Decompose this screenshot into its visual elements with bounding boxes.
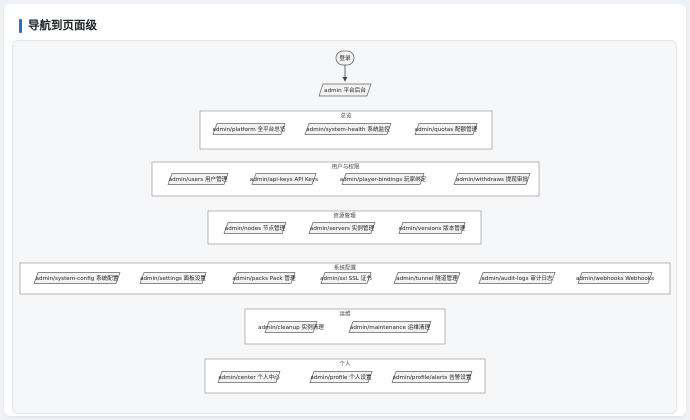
- start-node-label: 登录: [339, 54, 351, 62]
- page-node-label: admin/quotas 配额管理: [415, 125, 478, 133]
- page-node: [309, 371, 373, 383]
- group-label: 总览: [340, 112, 352, 120]
- group-label: 个人: [339, 361, 351, 368]
- page-node-label: admin/system-health 系统监控: [306, 125, 390, 133]
- page-node-label: admin/profile 个人设置: [310, 373, 372, 381]
- page-node-label: admin/player-bindings 玩家绑定: [340, 175, 427, 183]
- page-node: [391, 371, 473, 383]
- page-node-label: admin/packs Pack 管理: [232, 274, 296, 282]
- page-node: [341, 173, 425, 185]
- page-node-label: admin/servers 实例管理: [310, 224, 375, 232]
- page-node-label: admin/tunnel 隧道管理: [396, 274, 458, 282]
- page-title: 导航到页面级: [28, 18, 97, 32]
- page-node-label: admin/maintenance 运维清理: [350, 323, 431, 331]
- page-node: [398, 222, 466, 234]
- page-node: [304, 123, 392, 135]
- group-label: 用户与权限: [332, 163, 360, 171]
- page-node: [414, 123, 478, 135]
- page-node: [167, 173, 229, 185]
- page-node-label: admin/system-config 系统配置: [36, 274, 119, 282]
- page-node-label: admin/api-keys API Keys: [250, 177, 318, 183]
- page-node-label: admin/nodes 节点管理: [225, 224, 286, 232]
- page-node: [139, 272, 207, 284]
- page-node-label: admin/profile/alerts 告警设置: [393, 373, 472, 381]
- page-node: [217, 371, 281, 383]
- group-label: 运维: [339, 310, 351, 318]
- page-node: [393, 272, 461, 284]
- root-node-label: admin 平台后台: [324, 86, 366, 94]
- page-node-label: admin/settings 面板设置: [140, 274, 206, 282]
- page-node-label: admin/center 个人中心: [218, 373, 280, 381]
- page-node: [223, 222, 287, 234]
- page-node-label: admin/cleanup 实例清理: [258, 323, 324, 331]
- page-node-label: admin/platform 全平台总览: [213, 125, 286, 133]
- page-node-label: admin/audit-logs 审计日志: [481, 274, 553, 282]
- page-node: [308, 222, 376, 234]
- title-accent-bar: [19, 19, 22, 33]
- page-node-label: admin/ssl SSL 证书: [320, 274, 372, 282]
- group-label: 资源管理: [333, 212, 356, 220]
- page-node: [264, 321, 318, 333]
- page-node: [478, 272, 556, 284]
- page-node-label: admin/versions 版本管理: [399, 224, 466, 232]
- page-node: [320, 272, 372, 284]
- root-node: [318, 83, 372, 97]
- page-node: [453, 173, 531, 185]
- page-node: [33, 272, 121, 284]
- diagram-canvas: 登录 admin 平台后台总览 admin/platform 全平台总览 admin/…: [12, 40, 677, 414]
- group-label: 系统配置: [334, 264, 357, 272]
- page-node: [251, 173, 317, 185]
- page-node-label: admin/users 用户管理: [169, 175, 228, 183]
- page-node-label: admin/webhooks Webhooks: [576, 276, 654, 282]
- page-node: [232, 272, 296, 284]
- page-node-label: admin/withdraws 提现审批: [456, 175, 529, 183]
- page-node: [577, 272, 653, 284]
- page-node: [212, 123, 286, 135]
- page-node: [348, 321, 432, 333]
